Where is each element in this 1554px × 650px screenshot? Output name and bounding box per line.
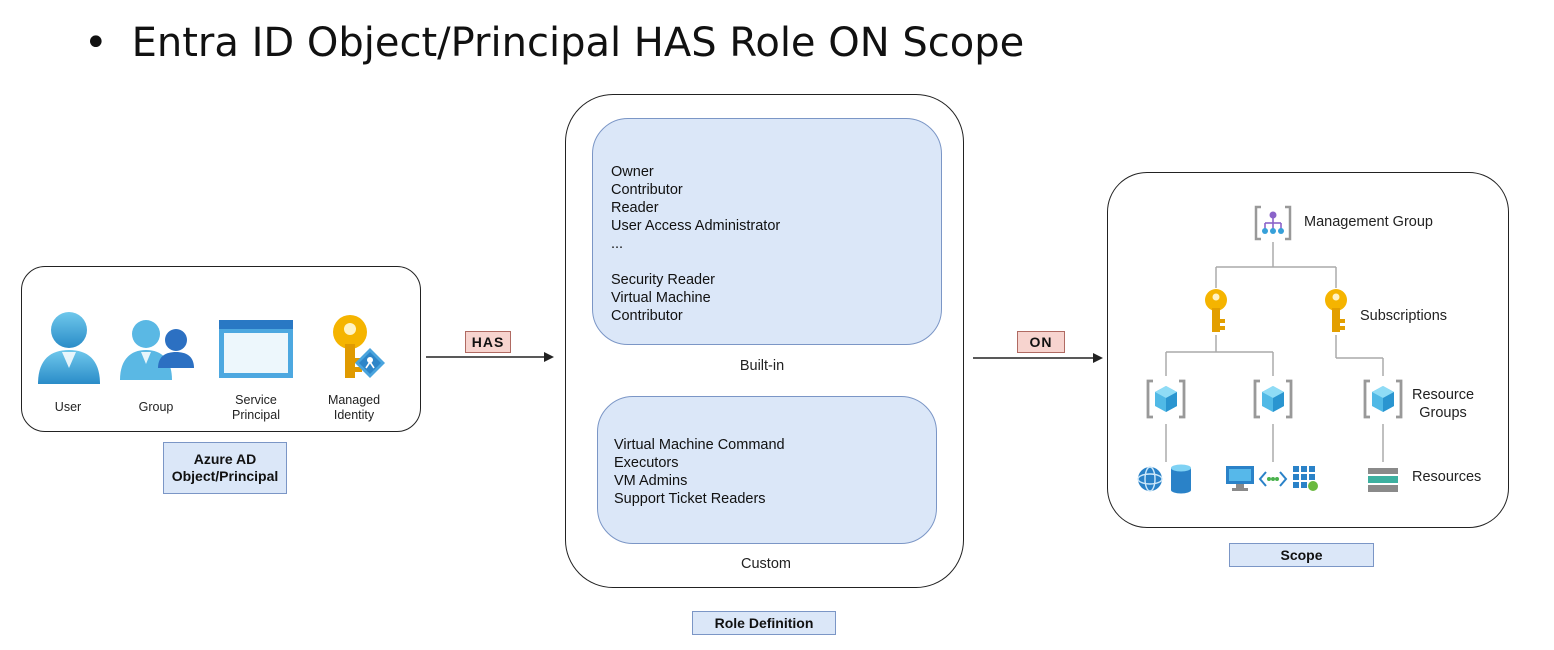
on-arrow bbox=[973, 353, 1103, 363]
resource-group-icon bbox=[1146, 379, 1186, 419]
has-arrow bbox=[426, 352, 554, 362]
subscription-key-icon bbox=[1205, 289, 1227, 332]
virtual-machine-icon bbox=[1226, 466, 1254, 491]
resource-group-icon bbox=[1363, 379, 1403, 419]
principals-caption: Azure AD Object/Principal bbox=[163, 442, 287, 494]
builtin-roles-box bbox=[592, 118, 942, 345]
service-principal-label: Service Principal bbox=[232, 393, 280, 422]
management-group-label: Management Group bbox=[1304, 214, 1433, 230]
on-tag: ON bbox=[1017, 331, 1065, 353]
custom-roles-list: Virtual Machine Command Executors VM Adm… bbox=[614, 437, 785, 507]
subscriptions-label: Subscriptions bbox=[1360, 308, 1448, 324]
storage-account-icon bbox=[1368, 468, 1398, 492]
managed-identity-icon bbox=[333, 315, 385, 378]
heading-text: Entra ID Object/Principal HAS Role ON Sc… bbox=[131, 20, 1025, 66]
custom-roles-box bbox=[597, 396, 937, 544]
management-group-icon bbox=[1254, 205, 1292, 241]
service-principal-icon bbox=[219, 320, 293, 378]
custom-label: Custom bbox=[741, 556, 791, 572]
has-tag: HAS bbox=[465, 331, 511, 353]
resources-label: Resources bbox=[1412, 469, 1482, 485]
bullet: • bbox=[84, 20, 108, 66]
scope-caption: Scope bbox=[1229, 543, 1374, 567]
subscription-key-icon bbox=[1325, 289, 1347, 332]
managed-identity-label: Managed Identity bbox=[327, 393, 381, 422]
private-endpoint-icon bbox=[1258, 471, 1288, 487]
scope-tree-lines bbox=[1165, 242, 1384, 462]
storage-icon bbox=[1171, 464, 1191, 494]
group-label: Group bbox=[138, 400, 174, 414]
resource-groups-label: Resource Groups bbox=[1412, 387, 1475, 421]
role-definition-caption: Role Definition bbox=[692, 611, 836, 635]
resource-group-icon bbox=[1253, 379, 1293, 419]
user-icon bbox=[38, 312, 100, 384]
virtual-network-icon bbox=[1137, 466, 1163, 492]
builtin-label: Built-in bbox=[739, 358, 785, 374]
app-grid-icon bbox=[1293, 466, 1318, 491]
builtin-roles-list: Owner Contributor Reader User Access Adm… bbox=[611, 164, 781, 324]
page-heading: • Entra ID Object/Principal HAS Role ON S… bbox=[84, 20, 1024, 66]
user-label: User bbox=[54, 400, 82, 414]
group-icon bbox=[120, 320, 194, 380]
